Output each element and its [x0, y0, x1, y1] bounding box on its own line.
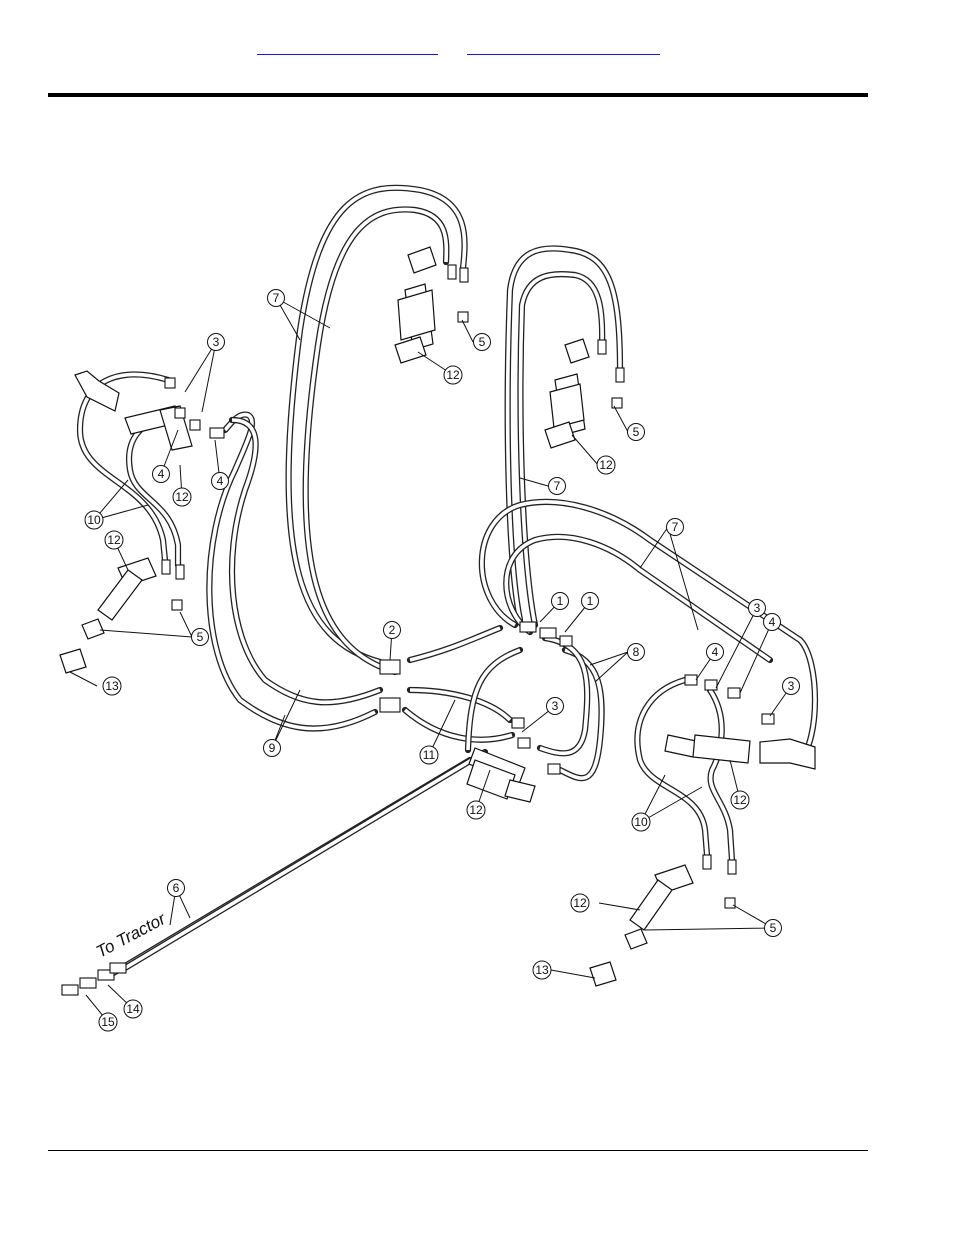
- cylinder-left-lower: [82, 558, 156, 639]
- callout-7a: 7: [268, 290, 285, 307]
- cylinder-top-center: [395, 247, 436, 363]
- callout-12g: 12: [571, 894, 589, 912]
- svg-text:12: 12: [469, 803, 483, 817]
- callout-4a: 4: [153, 466, 170, 483]
- svg-text:10: 10: [87, 513, 101, 527]
- svg-text:10: 10: [634, 815, 648, 829]
- callout-10b: 10: [632, 813, 650, 831]
- pin-left: [60, 649, 86, 673]
- svg-text:3: 3: [552, 699, 559, 713]
- callout-5d: 5: [765, 920, 782, 937]
- svg-text:12: 12: [573, 896, 587, 910]
- svg-text:11: 11: [423, 748, 436, 762]
- svg-text:4: 4: [217, 474, 224, 488]
- svg-text:7: 7: [672, 520, 679, 534]
- callout-4c: 4: [707, 644, 724, 661]
- callout-4b: 4: [212, 473, 229, 490]
- svg-text:12: 12: [107, 533, 121, 547]
- svg-text:4: 4: [769, 615, 776, 629]
- callout-3c: 3: [749, 600, 766, 617]
- callout-14: 14: [124, 1000, 142, 1018]
- pin-right: [590, 962, 616, 986]
- callout-3b: 3: [547, 698, 564, 715]
- svg-text:13: 13: [535, 963, 549, 977]
- callout-2: 2: [384, 622, 401, 639]
- svg-text:7: 7: [273, 291, 280, 305]
- svg-text:12: 12: [599, 458, 613, 472]
- callout-5a: 5: [474, 334, 491, 351]
- svg-text:8: 8: [633, 645, 640, 659]
- cylinder-right-lower: [625, 865, 693, 949]
- callout-3a: 3: [208, 334, 225, 351]
- callout-13a: 13: [103, 677, 121, 695]
- svg-text:5: 5: [197, 630, 204, 644]
- callout-12d: 12: [105, 531, 123, 549]
- svg-text:12: 12: [446, 368, 460, 382]
- svg-text:5: 5: [633, 425, 640, 439]
- svg-text:1: 1: [557, 594, 564, 608]
- svg-text:2: 2: [389, 623, 396, 637]
- callout-7c: 7: [667, 519, 684, 536]
- callouts: 1 1 2 3 3 3 3 4 4 4 4 5 5 5 5 6 7 7 7 8 …: [85, 290, 800, 1032]
- callout-13b: 13: [533, 961, 551, 979]
- svg-text:15: 15: [101, 1015, 115, 1029]
- cylinder-center-lower: [467, 748, 535, 802]
- cylinder-right-middle: [665, 735, 815, 769]
- svg-text:1: 1: [587, 594, 594, 608]
- cylinder-upper-right: [545, 339, 589, 448]
- callout-1b: 1: [582, 593, 599, 610]
- svg-text:14: 14: [126, 1002, 140, 1016]
- callout-12a: 12: [444, 366, 462, 384]
- svg-text:4: 4: [712, 645, 719, 659]
- svg-text:5: 5: [479, 335, 486, 349]
- svg-text:5: 5: [770, 921, 777, 935]
- svg-text:3: 3: [788, 679, 795, 693]
- callout-3d: 3: [783, 678, 800, 695]
- callout-5b: 5: [628, 424, 645, 441]
- callout-7b: 7: [549, 478, 566, 495]
- callout-12b: 12: [597, 456, 615, 474]
- svg-text:3: 3: [754, 601, 761, 615]
- callout-4d: 4: [764, 614, 781, 631]
- callout-12e: 12: [467, 801, 485, 819]
- callout-1a: 1: [552, 593, 569, 610]
- callout-9: 9: [264, 740, 281, 757]
- svg-text:4: 4: [158, 467, 165, 481]
- to-tractor-label: To Tractor: [93, 909, 170, 962]
- callout-12f: 12: [731, 791, 749, 809]
- callout-12c: 12: [173, 488, 191, 506]
- callout-5c: 5: [192, 629, 209, 646]
- callout-6: 6: [168, 880, 185, 897]
- tee-fitting-2: [380, 660, 400, 674]
- svg-text:12: 12: [733, 793, 747, 807]
- svg-text:9: 9: [269, 741, 276, 755]
- svg-text:12: 12: [175, 490, 189, 504]
- callout-8: 8: [628, 644, 645, 661]
- callout-15: 15: [99, 1013, 117, 1031]
- callout-11: 11: [420, 746, 438, 764]
- svg-text:3: 3: [213, 335, 220, 349]
- svg-text:13: 13: [105, 679, 119, 693]
- svg-text:6: 6: [173, 881, 180, 895]
- svg-text:7: 7: [554, 479, 561, 493]
- callout-10a: 10: [85, 511, 103, 529]
